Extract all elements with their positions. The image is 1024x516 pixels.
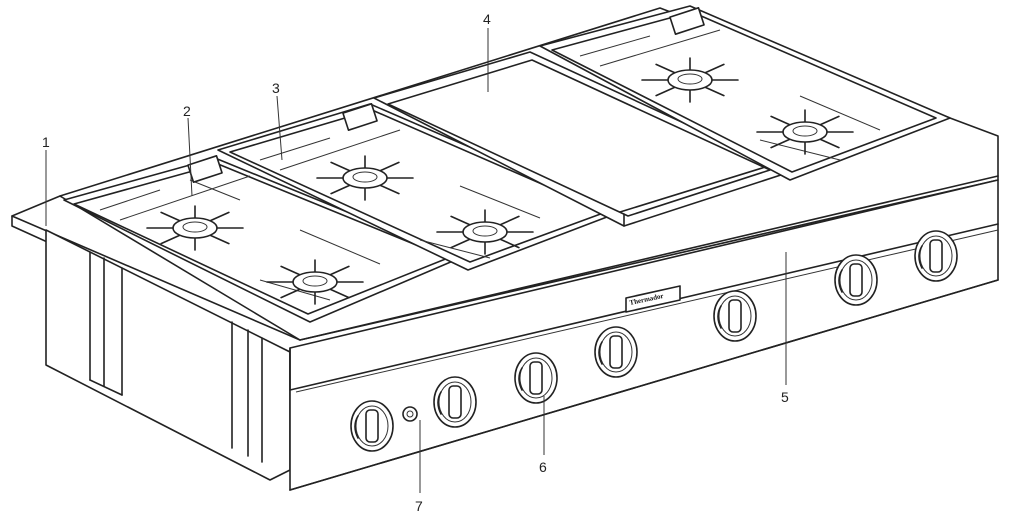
- knob-6[interactable]: [834, 254, 878, 306]
- knob-5[interactable]: [713, 290, 757, 342]
- indicator-light: [402, 406, 418, 422]
- svg-text:7: 7: [415, 498, 423, 514]
- burner-2: [266, 259, 364, 305]
- burners: [146, 57, 854, 305]
- burner-5: [641, 57, 739, 103]
- knob-7[interactable]: [914, 230, 958, 282]
- svg-text:3: 3: [272, 80, 280, 96]
- svg-text:4: 4: [483, 11, 491, 27]
- callout-4: 4: [483, 11, 491, 92]
- knob-3[interactable]: [514, 352, 558, 404]
- callout-3: 3: [272, 80, 283, 161]
- callout-2: 2: [183, 103, 193, 197]
- svg-text:5: 5: [781, 389, 789, 405]
- brand-badge: Thermador: [625, 285, 681, 313]
- burner-3: [316, 155, 414, 201]
- callouts: 1 2 3 4 5 6 7: [42, 11, 789, 514]
- burner-1: [146, 205, 244, 251]
- callout-7: 7: [415, 420, 423, 514]
- callout-1: 1: [42, 134, 50, 226]
- knob-1[interactable]: [350, 400, 394, 452]
- right-grate: [539, 5, 951, 181]
- burner-6: [756, 109, 854, 155]
- svg-text:6: 6: [539, 459, 547, 475]
- knob-2[interactable]: [433, 376, 477, 428]
- knob-4[interactable]: [594, 326, 638, 378]
- callout-6: 6: [539, 396, 547, 475]
- svg-text:2: 2: [183, 103, 191, 119]
- callout-5: 5: [781, 252, 789, 405]
- burner-4: [436, 209, 534, 255]
- control-knobs: [350, 230, 958, 452]
- svg-text:1: 1: [42, 134, 50, 150]
